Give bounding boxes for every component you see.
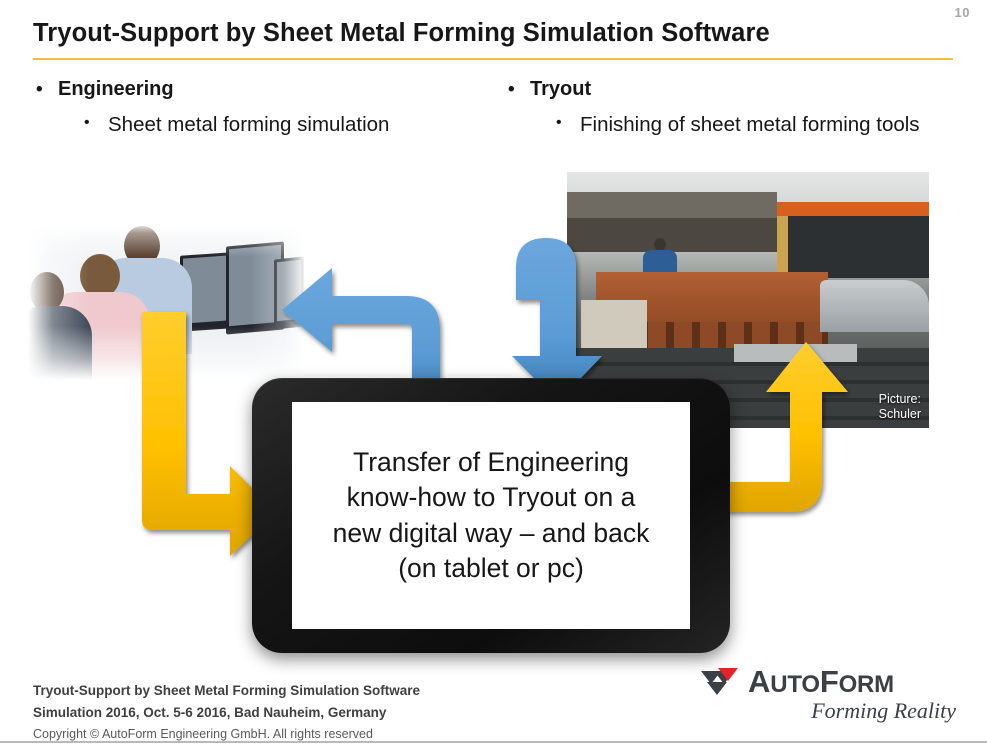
image-credit-line1: Picture:: [878, 392, 921, 406]
footer-divider: [0, 741, 987, 743]
autoform-logo: AUTOFORM Forming Reality: [700, 664, 958, 728]
tablet-screen: Transfer of Engineering know-how to Tryo…: [292, 402, 690, 629]
footer-copyright: Copyright © AutoForm Engineering GmbH. A…: [33, 727, 373, 741]
tablet-message: Transfer of Engineering know-how to Tryo…: [332, 447, 650, 583]
sub-bullet-dot-icon: •: [556, 114, 562, 131]
press-bed-rail: [733, 344, 857, 362]
page-title: Tryout-Support by Sheet Metal Forming Si…: [33, 19, 770, 47]
footer-event: Simulation 2016, Oct. 5-6 2016, Bad Nauh…: [33, 705, 387, 720]
control-cabin-glass: [784, 216, 929, 278]
formed-panel: [820, 280, 929, 332]
cabin-frame: [776, 216, 788, 280]
bullet-heading-engineering-label: Engineering: [58, 78, 174, 100]
image-credit-line2: Schuler: [878, 407, 921, 421]
page-number: 10: [954, 5, 970, 20]
autoform-tagline: Forming Reality: [811, 698, 956, 723]
orange-beam: [776, 202, 929, 216]
sub-bullet-dot-icon: •: [84, 114, 90, 131]
press-upper-rail: [567, 218, 777, 252]
arrow-yellow-to-tablet: [142, 312, 276, 556]
title-underline-rule: [33, 58, 953, 60]
bullet-sub-engineering-label: Sheet metal forming simulation: [108, 113, 390, 136]
bullet-dot-icon: •: [508, 79, 515, 100]
tablet-device: Transfer of Engineering know-how to Tryo…: [252, 378, 730, 653]
arrow-blue-to-engineering: [282, 268, 440, 408]
footer-title: Tryout-Support by Sheet Metal Forming Si…: [33, 683, 421, 698]
bullet-heading-engineering: • Engineering: [36, 78, 174, 101]
bullet-sub-tryout-label: Finishing of sheet metal forming tools: [580, 113, 920, 136]
bullet-sub-engineering: • Sheet metal forming simulation: [84, 112, 504, 138]
arrow-yellow-to-tryout: [722, 342, 848, 512]
bullet-sub-tryout: • Finishing of sheet metal forming tools: [556, 112, 956, 138]
image-credit-caption: Picture: Schuler: [879, 392, 921, 422]
bullet-heading-tryout-label: Tryout: [530, 78, 592, 100]
arrow-blue-to-tablet: [512, 238, 602, 402]
autoform-logo-mark-icon: [701, 668, 738, 695]
bullet-heading-tryout: • Tryout: [508, 78, 591, 101]
operator-head-icon: [653, 238, 666, 251]
autoform-wordmark: AUTOFORM: [748, 664, 894, 699]
bullet-dot-icon: •: [36, 79, 43, 100]
